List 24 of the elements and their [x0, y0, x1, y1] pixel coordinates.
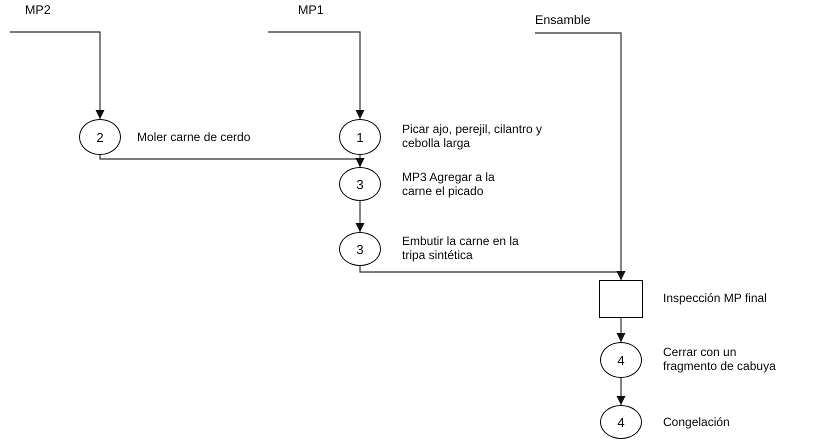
step-label: Inspección MP final: [663, 291, 768, 305]
operation-circle: 1: [339, 119, 381, 155]
operation-circle: 2: [79, 119, 121, 155]
operation-circle: 4: [600, 342, 642, 378]
flow-arrow: [535, 32, 626, 280]
input-label: MP2: [25, 3, 51, 17]
step-label: Cerrar con un fragmento de cabuya: [663, 345, 777, 373]
operation-circle: 3: [339, 232, 381, 266]
step-label: Moler carne de cerdo: [137, 130, 252, 144]
input-label: Ensamble: [535, 13, 591, 27]
flow-arrow: [616, 378, 626, 405]
step-label: Embutir la carne en la tripa sintética: [402, 234, 520, 262]
input-label: MP1: [298, 3, 324, 17]
step-label: Picar ajo, perejil, cilantro y cebolla larga: [402, 122, 544, 150]
operation-circle: 3: [339, 167, 381, 201]
step-label: MP3 Agregar a la carne el picado: [402, 170, 496, 198]
flow-arrow: [10, 31, 104, 119]
flow-arrow: [356, 155, 364, 167]
flow-arrow: [268, 31, 364, 119]
inspection-square: [599, 280, 643, 318]
flow-arrow: [356, 201, 364, 232]
step-label: Congelación: [663, 415, 731, 429]
flow-arrow: [616, 318, 626, 342]
operation-circle: 4: [600, 405, 642, 439]
